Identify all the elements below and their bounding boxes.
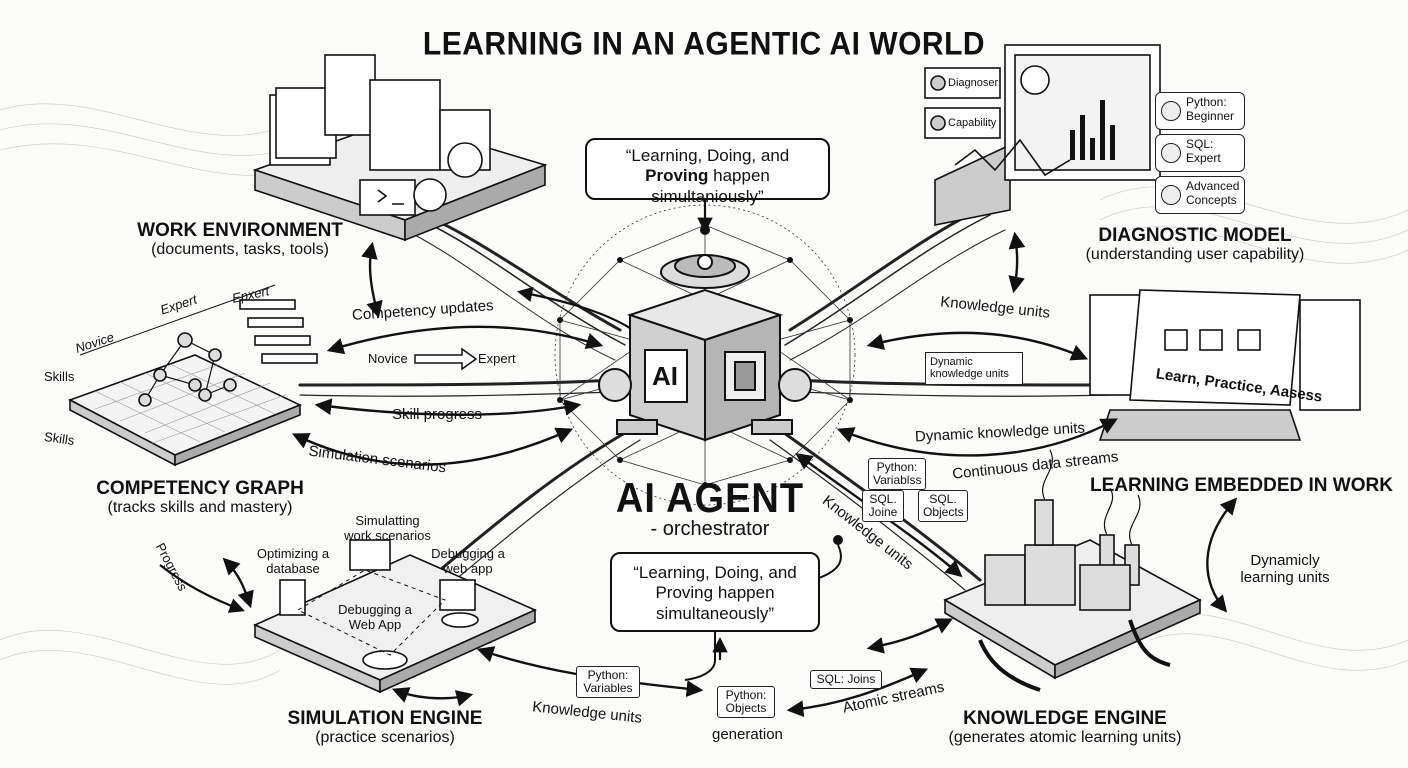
flow-novice: Novice: [368, 351, 408, 366]
diagnostic-node: DIAGNOSTIC MODEL (understanding user cap…: [1060, 225, 1330, 264]
simulation-illustration: [253, 539, 537, 694]
axis-skills-label: Skills: [44, 369, 75, 384]
knowledge-node: KNOWLEDGE ENGINE (generates atomic learn…: [915, 708, 1215, 747]
chip-advanced-concepts-label: Advanced Concepts: [1186, 179, 1240, 207]
chip-python-beginner-label: Python: Beginner: [1186, 95, 1235, 123]
chip-advanced-concepts: Advanced Concepts: [1155, 176, 1245, 214]
diagnoser-label: Diagnoser: [948, 77, 999, 89]
tag-sql-objects: SQL. Objects: [918, 490, 968, 523]
capability-label: Capability: [948, 117, 997, 129]
chip-sql-expert: SQL: Expert: [1155, 134, 1245, 172]
diagnostic-title: DIAGNOSTIC MODEL: [1098, 225, 1292, 246]
connector-arrows: [222, 231, 1238, 718]
agent-name: AI AGENT: [615, 475, 805, 523]
quote-bubble-bottom: “Learning, Doing, and Proving happen sim…: [610, 552, 820, 632]
tag-python-variables: Python: Variables: [576, 666, 640, 699]
work-environment-subtitle: (documents, tasks, tools): [151, 241, 329, 259]
ai-chip-label: AI: [652, 361, 678, 391]
dynamic-ku-box: Dynamic knowledge units: [925, 352, 1023, 385]
scenario-optimizing: Optimizing a database: [256, 546, 330, 576]
novice-expert-arrow: [414, 347, 478, 371]
page-title: LEARNING IN AN AGENTIC AI WORLD: [422, 26, 986, 63]
learning-embedded-illustration: [1089, 289, 1361, 441]
bubble-tails: [684, 200, 843, 681]
work-environment-illustration: [252, 54, 548, 242]
user-avatar-icon: [1161, 143, 1181, 163]
scenario-debugging-web-app-2: Debugging a Web App: [338, 602, 412, 632]
user-avatar-icon: [1161, 101, 1181, 121]
flow-generation: generation: [712, 726, 783, 743]
flow-skill-progress: Skill progress: [392, 406, 483, 423]
tag-sql-joine: SQL. Joine: [862, 490, 904, 523]
scenario-debugging-web-app: Debugging a web app: [431, 546, 505, 576]
user-avatar-icon: [1161, 185, 1181, 205]
quote-top-line2: happen simultaniously”: [651, 166, 770, 206]
quote-bubble-top: “Learning, Doing, and Proving happen sim…: [585, 138, 830, 206]
quote-top-line1: “Learning, Doing, and: [625, 146, 790, 165]
flow-expert: Expert: [478, 351, 516, 366]
work-environment-node: WORK ENVIRONMENT (documents, tasks, tool…: [110, 220, 370, 259]
tag-python-variabls: Python: Variablss: [868, 458, 926, 491]
competency-graph-illustration: [68, 284, 318, 467]
quote-top-bold: Proving: [645, 166, 709, 186]
chip-python-beginner: Python: Beginner: [1155, 92, 1245, 130]
chip-sql-expert-label: SQL: Expert: [1186, 137, 1221, 165]
simulation-title: SIMULATION ENGINE: [287, 708, 483, 729]
diagnostic-subtitle: (understanding user capability): [1085, 246, 1305, 264]
simulation-subtitle: (practice scenarios): [315, 729, 455, 747]
ai-agent-core: [598, 254, 812, 442]
knowledge-subtitle: (generates atomic learning units): [948, 729, 1182, 747]
agent-role: - orchestrator: [650, 518, 770, 540]
simulation-node: SIMULATION ENGINE (practice scenarios): [260, 708, 510, 747]
competency-subtitle: (tracks skills and mastery): [107, 499, 293, 517]
competency-node: COMPETENCY GRAPH (tracks skills and mast…: [70, 478, 330, 517]
tag-sql-joins: SQL: Joins: [810, 670, 882, 690]
scenario-simulating: Simulatting work scenarios: [344, 513, 431, 543]
background-waves: [0, 103, 1408, 685]
work-environment-title: WORK ENVIRONMENT: [137, 220, 343, 241]
learning-embedded-title: LEARNING EMBEDDED IN WORK: [1090, 475, 1393, 496]
competency-title: COMPETENCY GRAPH: [96, 478, 304, 499]
dynamic-learning-units-label: Dynamicly learning units: [1240, 552, 1330, 587]
knowledge-engine-illustration: [943, 449, 1202, 692]
tag-python-objects: Python: Objects: [717, 686, 775, 719]
diagnostic-illustration: [924, 44, 1161, 226]
knowledge-title: KNOWLEDGE ENGINE: [963, 708, 1167, 729]
